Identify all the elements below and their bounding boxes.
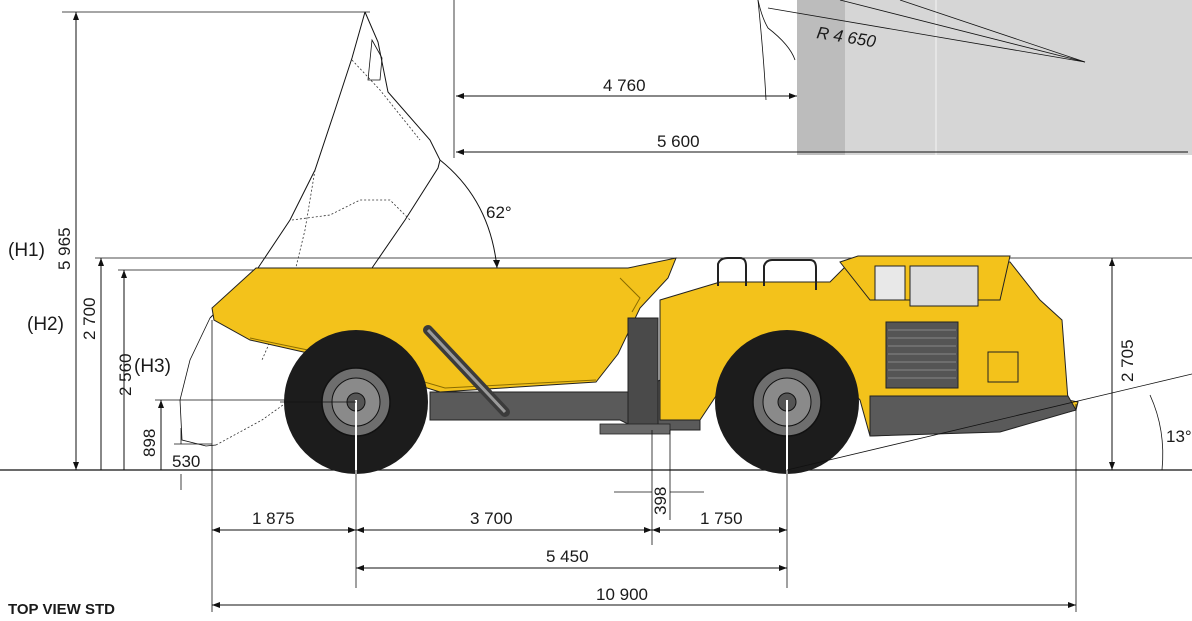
- dump-angle-label: 62°: [486, 203, 512, 222]
- section-title: TOP VIEW STD: [8, 601, 115, 616]
- turn-inner-dim: 4 760: [603, 76, 646, 95]
- length-dimensions: 1 875 3 700 1 750 5 450 10 900: [211, 320, 1077, 612]
- h3-value: 2 560: [116, 353, 135, 396]
- h1-value: 5 965: [55, 227, 74, 270]
- h3-label: (H3): [134, 356, 171, 377]
- wall-dark-band: [797, 0, 845, 155]
- turning-arc: [757, 0, 796, 61]
- departure-angle-label: 13°: [1166, 427, 1192, 446]
- low-height-dim: 898: [140, 429, 159, 457]
- turn-outer-dim: 5 600: [657, 132, 700, 151]
- engine-grille: [885, 321, 959, 389]
- overall-length-dim: 10 900: [596, 585, 648, 604]
- h2-value: 2 700: [80, 297, 99, 340]
- cab-window-rear: [874, 265, 906, 301]
- height-dimensions: 5 965 (H1) 2 700 (H2) 2 560 (H3) 898 530: [8, 11, 1192, 490]
- rear-to-hinge-dim: 3 700: [470, 509, 513, 528]
- right-dimensions: 2 705 13°: [786, 258, 1192, 471]
- h2-label: (H2): [27, 314, 64, 335]
- h1-label: (H1): [8, 240, 45, 261]
- bottom-clearance-dim: 530: [172, 452, 200, 471]
- cab-height-dim: 2 705: [1118, 339, 1137, 382]
- turning-diagram: R 4 650 4 760 5 600: [453, 0, 1192, 158]
- truck: [211, 255, 1079, 588]
- dump-angle-arc: [439, 159, 498, 269]
- ground-clearance-dim: 398: [651, 487, 670, 515]
- hinge-to-front-dim: 1 750: [700, 509, 743, 528]
- ground-clearance-dim-group: 398: [614, 430, 704, 545]
- wall-light-band: [845, 0, 1192, 155]
- cab-window-side: [909, 265, 979, 307]
- handrail-rear: [717, 257, 747, 286]
- rear-overhang-dim: 1 875: [252, 509, 295, 528]
- wheelbase-dim: 5 450: [546, 547, 589, 566]
- dump-box: [211, 257, 677, 393]
- handrail-front: [763, 259, 817, 290]
- articulation-joint: [627, 317, 659, 429]
- front-chassis: [869, 395, 1077, 437]
